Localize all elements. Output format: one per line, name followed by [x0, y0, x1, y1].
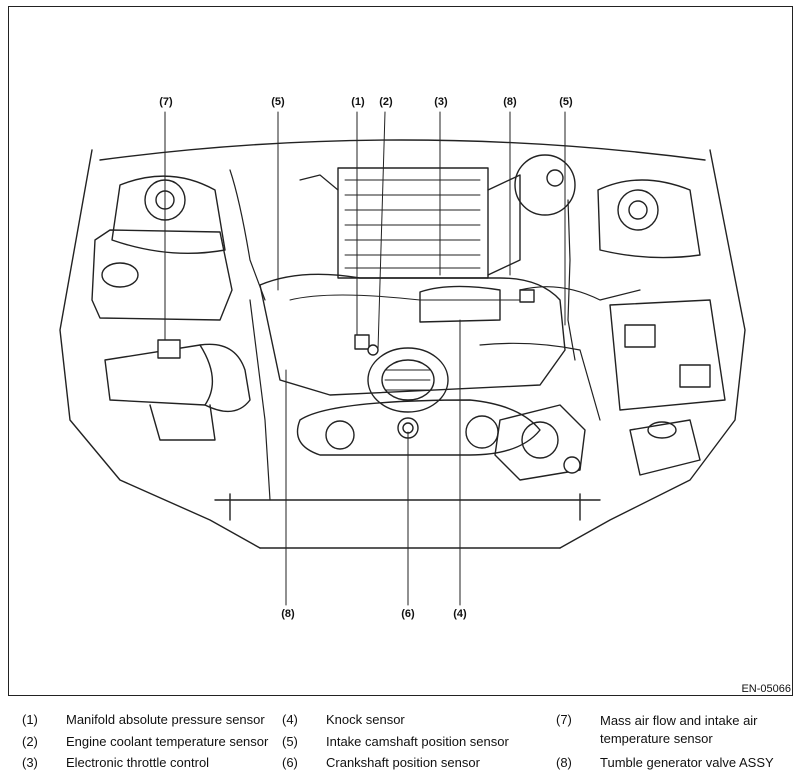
legend-item: (4) Knock sensor	[282, 712, 405, 727]
legend-item: (5) Intake camshaft position sensor	[282, 734, 509, 749]
alternator	[367, 347, 449, 413]
legend: (1) Manifold absolute pressure sensor (2…	[0, 712, 805, 780]
map-sensor-marker	[354, 334, 370, 350]
brake-booster	[514, 154, 576, 216]
sensor-markers	[157, 289, 581, 474]
tgv-marker	[563, 456, 581, 474]
cowl-line	[99, 139, 706, 161]
legend-text: Tumble generator valve ASSY	[600, 755, 774, 770]
coolant-temp-sensor-marker	[367, 344, 379, 356]
legend-number: (5)	[282, 734, 298, 749]
strut-tower-right	[597, 179, 701, 259]
legend-number: (3)	[22, 755, 38, 770]
ac-compressor	[494, 404, 586, 481]
legend-text: Manifold absolute pressure sensor	[66, 712, 265, 727]
legend-item: (2) Engine coolant temperature sensor	[22, 734, 268, 749]
callout-8: (8)	[503, 96, 517, 108]
legend-text: Mass air flow and intake air temperature…	[600, 713, 758, 746]
legend-text: Crankshaft position sensor	[326, 755, 480, 770]
battery	[609, 299, 726, 411]
fender-outline-left	[59, 149, 261, 549]
legend-item: (8) Tumble generator valve ASSY	[556, 755, 774, 770]
legend-item: (6) Crankshaft position sensor	[282, 755, 480, 770]
figure-id: EN-05066	[741, 683, 791, 695]
legend-item: (3) Electronic throttle control	[22, 755, 209, 770]
legend-text: Knock sensor	[326, 712, 405, 727]
maf-sensor-marker	[157, 339, 181, 359]
legend-number: (8)	[556, 755, 572, 770]
legend-number: (7)	[556, 712, 572, 727]
callout-7: (7)	[159, 96, 173, 108]
callout-2: (2)	[379, 96, 393, 108]
legend-text: Engine coolant temperature sensor	[66, 734, 269, 749]
callout-1: (1)	[351, 96, 365, 108]
hoses	[229, 169, 641, 501]
callout-8: (8)	[281, 608, 295, 620]
diagram-frame	[8, 6, 793, 696]
callout-6: (6)	[401, 608, 415, 620]
air-intake-duct	[104, 343, 251, 441]
callout-3: (3)	[434, 96, 448, 108]
cam-sensor-marker	[519, 289, 535, 303]
engine-block	[259, 273, 566, 396]
leader-lines	[164, 111, 566, 606]
legend-number: (2)	[22, 734, 38, 749]
legend-number: (1)	[22, 712, 38, 727]
legend-text: Electronic throttle control	[66, 755, 210, 770]
fender-outline-right	[559, 149, 746, 549]
coolant-tank-right	[629, 419, 701, 476]
callout-4: (4)	[453, 608, 467, 620]
engine-compartment-drawing	[59, 111, 746, 606]
legend-number: (4)	[282, 712, 298, 727]
legend-item: (7) Mass air flow and intake air tempera…	[556, 712, 800, 748]
legend-number: (6)	[282, 755, 298, 770]
belt-drive	[296, 399, 541, 456]
strut-tower-left	[111, 175, 226, 255]
legend-text: Intake camshaft position sensor	[326, 734, 509, 749]
reservoir-left	[91, 229, 233, 321]
legend-item: (1) Manifold absolute pressure sensor	[22, 712, 265, 727]
callout-5: (5)	[271, 96, 285, 108]
callout-5: (5)	[559, 96, 573, 108]
intercooler	[337, 167, 521, 279]
